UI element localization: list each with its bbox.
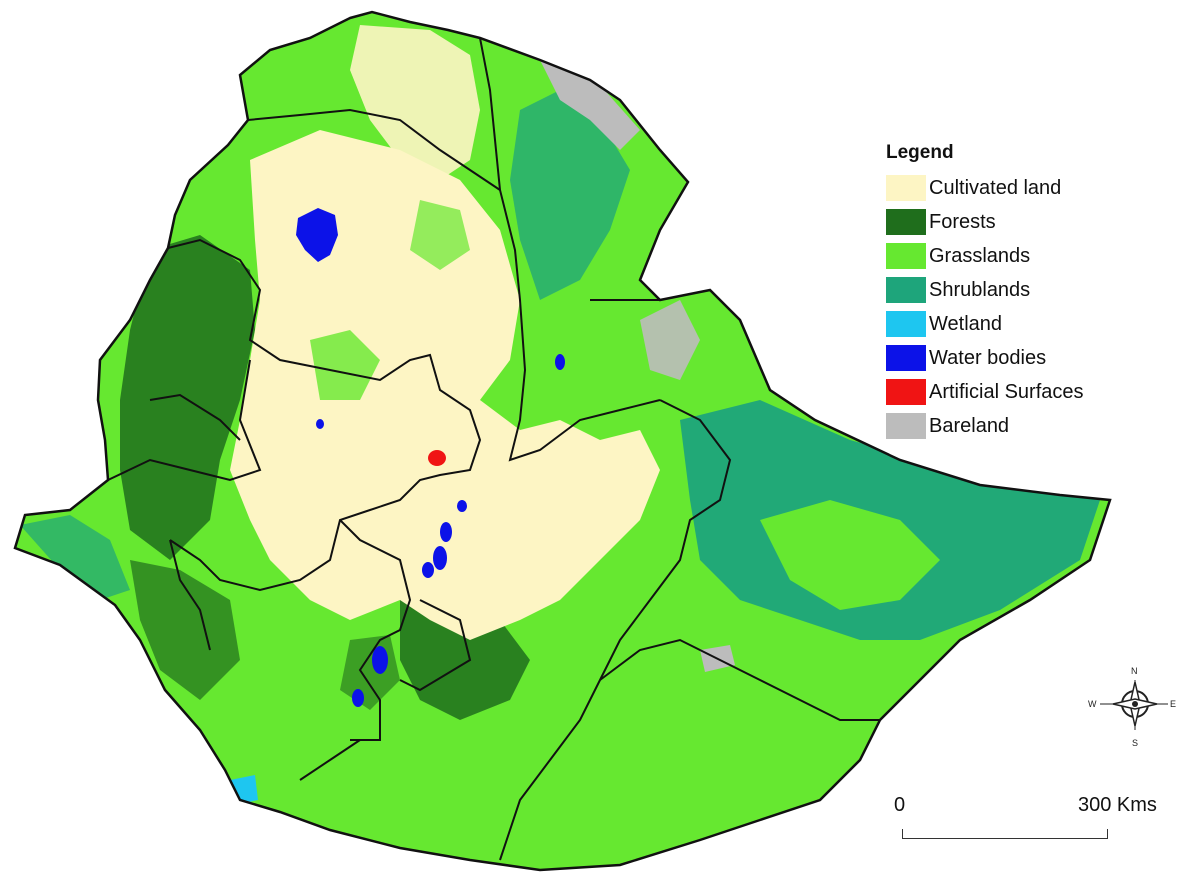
legend-title: Legend xyxy=(886,142,954,163)
legend-item-water-bodies: Water bodies xyxy=(886,341,1186,375)
lake-afar xyxy=(555,354,565,370)
forest-southwest xyxy=(130,560,240,700)
legend-item-forests: Forests xyxy=(886,205,1186,239)
scale-bar-line xyxy=(902,829,1108,839)
shrubland-southwest xyxy=(20,515,130,600)
scale-max-label: 300 Kms xyxy=(1078,794,1157,816)
legend-swatch xyxy=(886,175,926,201)
compass-east-label: E xyxy=(1170,699,1177,709)
lake-rift-1 xyxy=(440,522,452,542)
legend-label: Shrublands xyxy=(929,278,1031,301)
legend-item-artificial-surfaces: Artificial Surfaces xyxy=(886,375,1186,409)
lake-abaya xyxy=(372,646,388,674)
regional-boundaries xyxy=(13,10,1112,872)
legend-swatch xyxy=(886,243,926,269)
legend-items: Cultivated land Forests Grasslands Shrub… xyxy=(886,171,1186,443)
legend-item-bareland: Bareland xyxy=(886,409,1186,443)
legend-swatch xyxy=(886,209,926,235)
legend-label: Forests xyxy=(929,210,996,233)
shrubland-afar xyxy=(510,90,630,300)
lake-tana xyxy=(296,208,338,262)
cultivated-north xyxy=(350,25,480,180)
legend-item-cultivated-land: Cultivated land xyxy=(886,171,1186,205)
legend-label: Water bodies xyxy=(929,346,1047,369)
lake-rift-2 xyxy=(433,546,447,570)
compass-icon xyxy=(1100,680,1168,730)
legend-label: Grasslands xyxy=(929,244,1031,267)
scale-zero-label: 0 xyxy=(894,794,906,816)
artificial-surface-capital xyxy=(428,450,446,466)
bareland-northcoast xyxy=(540,60,640,150)
legend-swatch xyxy=(886,413,926,439)
lake-small xyxy=(316,419,324,429)
legend-item-shrublands: Shrublands xyxy=(886,273,1186,307)
lake-rift-4 xyxy=(457,500,467,512)
legend-swatch xyxy=(886,379,926,405)
compass-north-label: N xyxy=(1131,666,1138,676)
lake-rift-3 xyxy=(422,562,434,578)
legend: Legend Cultivated land Forests Grassland… xyxy=(886,142,1186,443)
legend-swatch xyxy=(886,277,926,303)
legend-swatch xyxy=(886,311,926,337)
legend-label: Artificial Surfaces xyxy=(929,380,1084,403)
legend-label: Cultivated land xyxy=(929,176,1062,199)
grass-central-patch xyxy=(310,330,380,400)
legend-swatch xyxy=(886,345,926,371)
cultivated-central xyxy=(230,130,660,640)
legend-item-grasslands: Grasslands xyxy=(886,239,1186,273)
legend-label: Bareland xyxy=(929,414,1010,437)
bareland-afar xyxy=(640,300,700,380)
north-arrow: N S E W xyxy=(1080,652,1190,752)
compass-south-label: S xyxy=(1132,738,1139,748)
legend-label: Wetland xyxy=(929,312,1003,335)
lake-chamo xyxy=(352,689,364,707)
forest-west xyxy=(120,235,255,560)
cultivated-east-patch xyxy=(560,450,650,520)
grass-central-patch-2 xyxy=(410,200,470,270)
legend-item-wetland: Wetland xyxy=(886,307,1186,341)
compass-west-label: W xyxy=(1088,699,1097,709)
grassland-east-patch xyxy=(760,500,940,610)
scale-bar: 0 300 Kms xyxy=(880,784,1180,864)
